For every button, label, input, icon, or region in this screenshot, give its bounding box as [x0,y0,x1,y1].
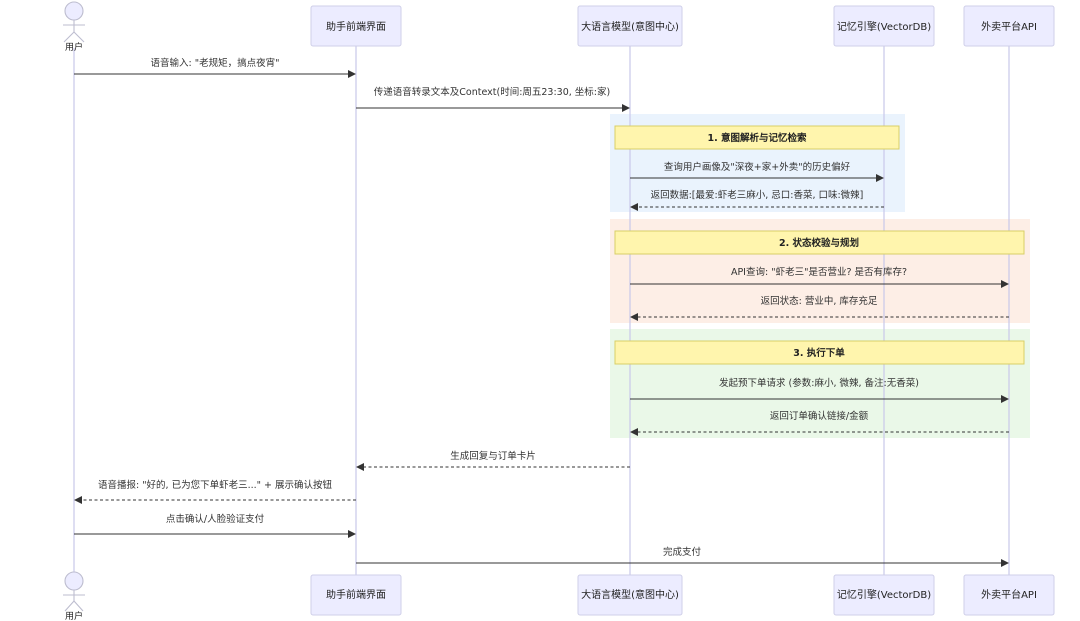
participant-frontend-label: 助手前端界面 [326,588,386,601]
actor-head-icon [64,1,84,21]
participant-memory-label: 记忆引擎(VectorDB) [837,588,931,601]
message-6: 返回状态: 营业中, 库存充足 [630,295,1009,321]
message-11-label: 点击确认/人脸验证支付 [166,513,265,525]
message-5-label: API查询: "虾老三"是否营业? 是否有库存? [731,266,907,278]
participant-delivery-top: 外卖平台API [963,5,1055,47]
note-group-1-text: 1. 意图解析与记忆检索 [707,132,807,144]
participant-frontend-top: 助手前端界面 [310,5,402,47]
message-2-label: 传递语音转录文本及Context(时间:周五23:30, 坐标:家) [374,86,610,98]
participant-memory-label: 记忆引擎(VectorDB) [837,20,931,33]
message-9-label: 生成回复与订单卡片 [450,450,536,462]
message-1: 语音输入: "老规矩，搞点夜宵" [74,57,356,78]
participant-llm-label: 大语言模型(意图中心) [581,20,679,33]
message-10-label: 语音播报: "好的, 已为您下单虾老三..." + 展示确认按钮 [98,479,333,491]
actor-user-top: 用户 [63,1,85,53]
message-4: 返回数据:[最爱:虾老三麻小, 忌口:香菜, 口味:微辣] [630,189,884,211]
message-7-label: 发起预下单请求 (参数:麻小, 微辣, 备注:无香菜) [719,377,919,389]
message-3-label: 查询用户画像及"深夜+家+外卖"的历史偏好 [664,161,851,173]
message-8: 返回订单确认链接/金额 [630,410,1009,436]
participant-frontend-bottom: 助手前端界面 [310,574,402,616]
note-group-3-text: 3. 执行下单 [793,347,845,359]
message-2: 传递语音转录文本及Context(时间:周五23:30, 坐标:家) [356,86,630,112]
note-group-1: 1. 意图解析与记忆检索 [614,125,900,150]
participant-delivery-label: 外卖平台API [981,588,1037,601]
participant-memory-bottom: 记忆引擎(VectorDB) [833,574,935,616]
note-group-3: 3. 执行下单 [614,340,1025,365]
message-4-label: 返回数据:[最爱:虾老三麻小, 忌口:香菜, 口味:微辣] [651,189,864,201]
message-9: 生成回复与订单卡片 [356,450,630,471]
participant-frontend-label: 助手前端界面 [326,20,386,33]
message-12: 完成支付 [356,546,1009,567]
participant-delivery-label: 外卖平台API [981,20,1037,33]
message-3: 查询用户画像及"深夜+家+外卖"的历史偏好 [630,161,884,182]
actor-user-bottom: 用户 [63,571,85,621]
message-11: 点击确认/人脸验证支付 [74,513,356,538]
participant-llm-top: 大语言模型(意图中心) [577,5,683,47]
message-5: API查询: "虾老三"是否营业? 是否有库存? [630,266,1009,288]
participant-memory-top: 记忆引擎(VectorDB) [833,5,935,47]
actor-user-label: 用户 [65,610,83,621]
note-group-2: 2. 状态校验与规划 [614,230,1025,255]
message-1-label: 语音输入: "老规矩，搞点夜宵" [151,57,280,69]
participant-llm-bottom: 大语言模型(意图中心) [577,574,683,616]
participant-llm-label: 大语言模型(意图中心) [581,588,679,601]
actor-user-label: 用户 [65,41,83,53]
note-group-2-text: 2. 状态校验与规划 [779,237,859,249]
message-8-label: 返回订单确认链接/金额 [770,410,869,422]
message-10: 语音播报: "好的, 已为您下单虾老三..." + 展示确认按钮 [74,479,356,504]
message-6-label: 返回状态: 营业中, 库存充足 [761,295,878,307]
message-12-label: 完成支付 [663,546,702,558]
message-7: 发起预下单请求 (参数:麻小, 微辣, 备注:无香菜) [630,377,1009,403]
participant-delivery-bottom: 外卖平台API [963,574,1055,616]
actor-head-icon [64,571,84,591]
